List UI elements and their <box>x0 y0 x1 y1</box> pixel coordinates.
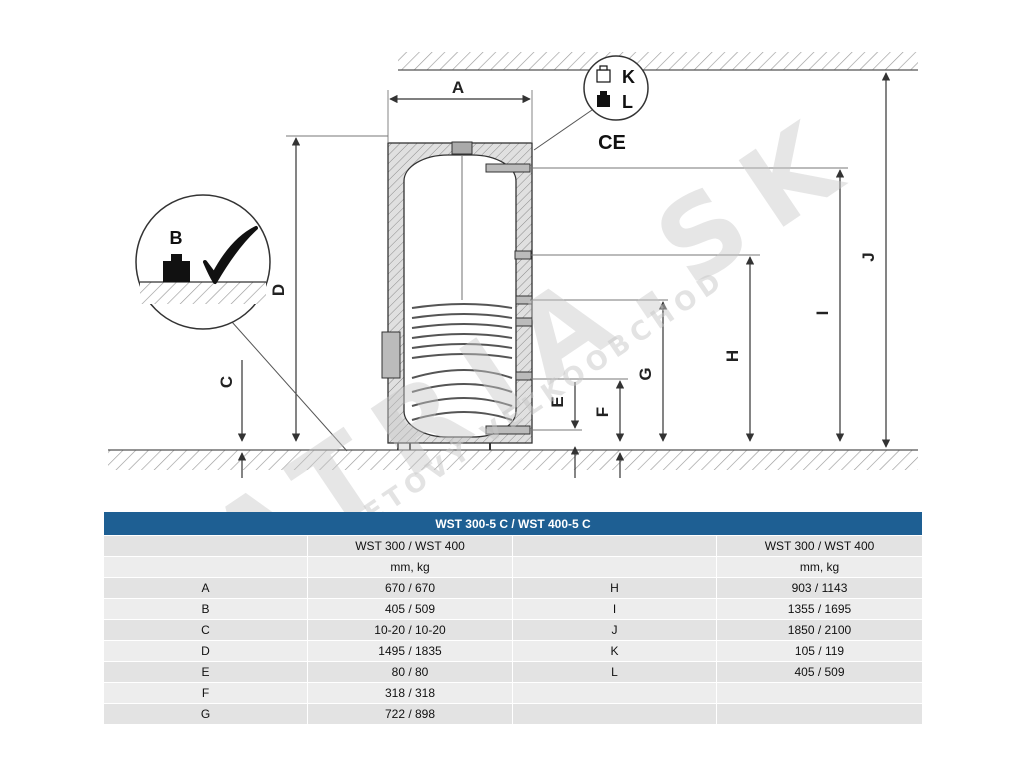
table-header-right: WST 300 / WST 400 <box>717 536 922 557</box>
table-row: E 80 / 80 L 405 / 509 <box>104 662 922 683</box>
table-header-left: WST 300 / WST 400 <box>308 536 513 557</box>
extension-lines <box>286 90 848 431</box>
row-label <box>513 683 717 704</box>
row-value: 318 / 318 <box>308 683 513 704</box>
table-row: D 1495 / 1835 K 105 / 119 <box>104 641 922 662</box>
dim-label-l: L <box>622 92 633 112</box>
storage-tank <box>381 141 533 450</box>
row-label: J <box>513 620 717 641</box>
weight-icon <box>163 254 190 282</box>
dim-label-k: K <box>622 67 635 87</box>
table-units-left: mm, kg <box>308 557 513 578</box>
dim-label-b: B <box>170 228 183 248</box>
table-cell <box>104 536 308 557</box>
row-label: G <box>104 704 308 725</box>
table-cell <box>513 536 717 557</box>
row-value: 722 / 898 <box>308 704 513 725</box>
row-label: F <box>104 683 308 704</box>
row-value: 80 / 80 <box>308 662 513 683</box>
dim-label-d: D <box>269 284 288 296</box>
checkmark-icon <box>203 226 258 284</box>
watermark: ATRIA.SK INTERNETOVÝ VEĽKOOBCHOD <box>188 88 879 512</box>
dim-label-a: A <box>452 78 464 97</box>
table-units-row: mm, kg mm, kg <box>104 557 922 578</box>
weight-callout: K L <box>533 55 649 151</box>
dim-label-c: C <box>217 376 236 388</box>
dim-label-i: I <box>813 311 832 316</box>
row-label: E <box>104 662 308 683</box>
load-callout: B <box>135 194 348 452</box>
full-weight-icon <box>597 91 610 107</box>
table-cell <box>104 557 308 578</box>
row-label <box>513 704 717 725</box>
dim-label-h: H <box>723 350 742 362</box>
row-value: 1495 / 1835 <box>308 641 513 662</box>
dim-label-e: E <box>548 396 567 407</box>
row-value: 405 / 509 <box>717 662 922 683</box>
spec-table: WST 300-5 C / WST 400-5 C WST 300 / WST … <box>104 512 922 725</box>
table-row: G 722 / 898 <box>104 704 922 725</box>
tank-dimension-diagram: A D C E F G H I J K L CE B A <box>108 52 918 512</box>
row-value: 105 / 119 <box>717 641 922 662</box>
table-row: C 10-20 / 10-20 J 1850 / 2100 <box>104 620 922 641</box>
table-units-right: mm, kg <box>717 557 922 578</box>
table-title: WST 300-5 C / WST 400-5 C <box>104 512 922 536</box>
row-value: 1850 / 2100 <box>717 620 922 641</box>
row-label: H <box>513 578 717 599</box>
dim-label-j: J <box>859 252 878 261</box>
dim-label-g: G <box>636 367 655 380</box>
row-label: D <box>104 641 308 662</box>
row-label: C <box>104 620 308 641</box>
row-value: 405 / 509 <box>308 599 513 620</box>
row-label: I <box>513 599 717 620</box>
row-value: 903 / 1143 <box>717 578 922 599</box>
ce-mark: CE <box>598 132 626 154</box>
table-row: A 670 / 670 H 903 / 1143 <box>104 578 922 599</box>
empty-weight-icon <box>596 65 611 83</box>
row-value: 670 / 670 <box>308 578 513 599</box>
svg-text:ATRIA.SK: ATRIA.SK <box>188 88 879 512</box>
row-label: L <box>513 662 717 683</box>
row-label: K <box>513 641 717 662</box>
ceiling-hatch <box>398 52 918 71</box>
row-label: B <box>104 599 308 620</box>
table-header-row: WST 300 / WST 400 WST 300 / WST 400 <box>104 536 922 557</box>
table-row: B 405 / 509 I 1355 / 1695 <box>104 599 922 620</box>
row-label: A <box>104 578 308 599</box>
table-row: F 318 / 318 <box>104 683 922 704</box>
row-value: 10-20 / 10-20 <box>308 620 513 641</box>
row-value <box>717 704 922 725</box>
floor-hatch <box>108 449 918 470</box>
row-value <box>717 683 922 704</box>
row-value: 1355 / 1695 <box>717 599 922 620</box>
table-cell <box>513 557 717 578</box>
dim-label-f: F <box>593 407 612 417</box>
dimension-arrows <box>237 72 891 478</box>
